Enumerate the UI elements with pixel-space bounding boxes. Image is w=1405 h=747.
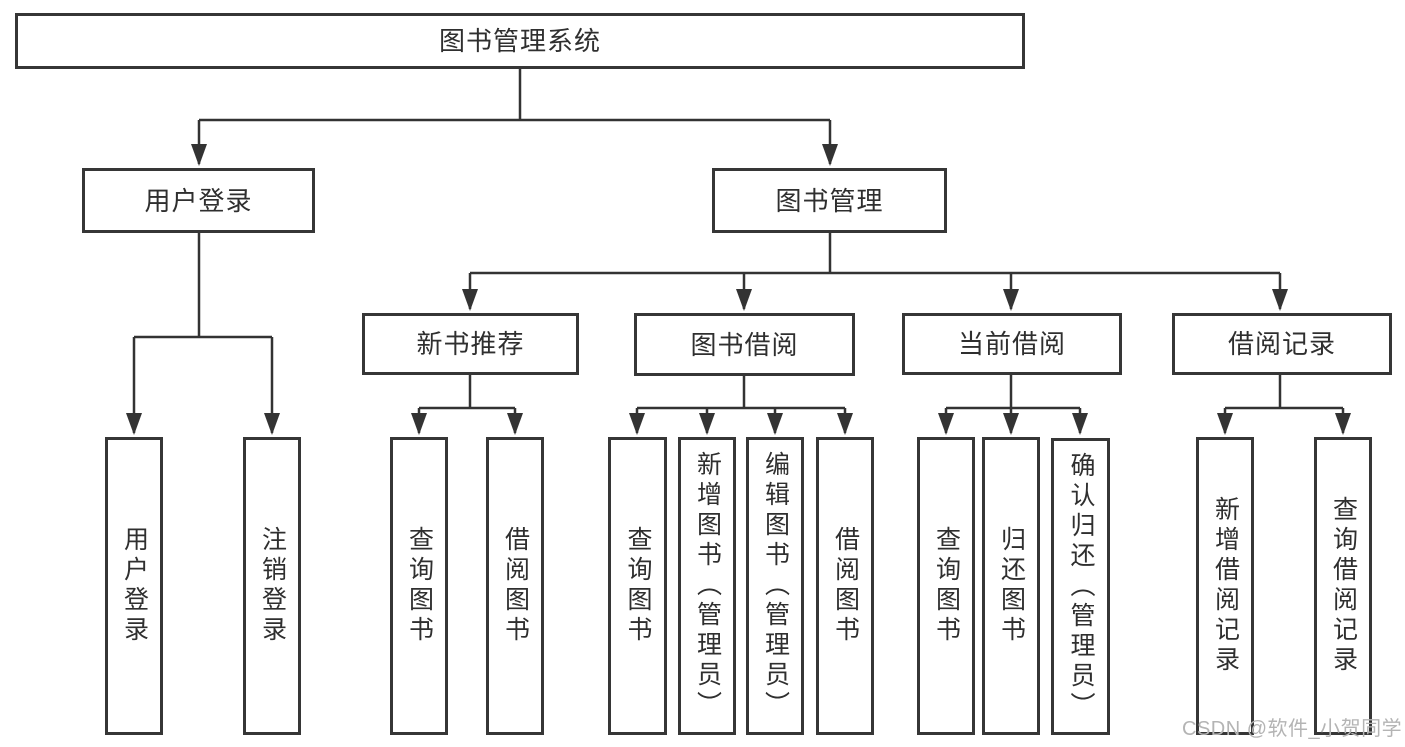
csdn-watermark: CSDN @软件_小贺同学 bbox=[1182, 718, 1403, 740]
edges-book-borrow bbox=[629, 376, 853, 435]
leaf-current-return-book: 归还图书 bbox=[982, 437, 1040, 735]
leaf-borrow-add-book-admin: 新增图书（管理员） bbox=[678, 437, 736, 735]
leaf-current-query-book: 查询图书 bbox=[917, 437, 975, 735]
leaf-borrow-query-book: 查询图书 bbox=[608, 437, 667, 735]
leaf-record-add-record: 新增借阅记录 bbox=[1196, 437, 1254, 735]
leaf-record-query-record: 查询借阅记录 bbox=[1314, 437, 1372, 735]
leaf-borrow-borrow-book: 借阅图书 bbox=[816, 437, 874, 735]
edges-current-borrow bbox=[938, 375, 1088, 435]
leaf-logout: 注销登录 bbox=[243, 437, 301, 735]
leaf-newbook-query-book: 查询图书 bbox=[390, 437, 448, 735]
leaf-user-login: 用户登录 bbox=[105, 437, 163, 735]
leaf-current-confirm-return-admin: 确认归还（管理员） bbox=[1051, 438, 1110, 735]
edges-book-manage bbox=[462, 233, 1288, 311]
node-new-book-recommend: 新书推荐 bbox=[362, 313, 579, 375]
leaf-borrow-edit-book-admin: 编辑图书（管理员） bbox=[746, 437, 804, 735]
edges-root bbox=[191, 69, 838, 166]
node-root-system: 图书管理系统 bbox=[15, 13, 1025, 69]
node-borrow-record: 借阅记录 bbox=[1172, 313, 1392, 375]
edges-user-login bbox=[126, 233, 280, 435]
leaf-newbook-borrow-book: 借阅图书 bbox=[486, 437, 544, 735]
node-book-borrow: 图书借阅 bbox=[634, 313, 855, 376]
edges-borrow-record bbox=[1217, 375, 1351, 435]
node-book-manage: 图书管理 bbox=[712, 168, 947, 233]
node-user-login: 用户登录 bbox=[82, 168, 315, 233]
node-current-borrow: 当前借阅 bbox=[902, 313, 1122, 375]
edges-new-book bbox=[411, 375, 523, 435]
